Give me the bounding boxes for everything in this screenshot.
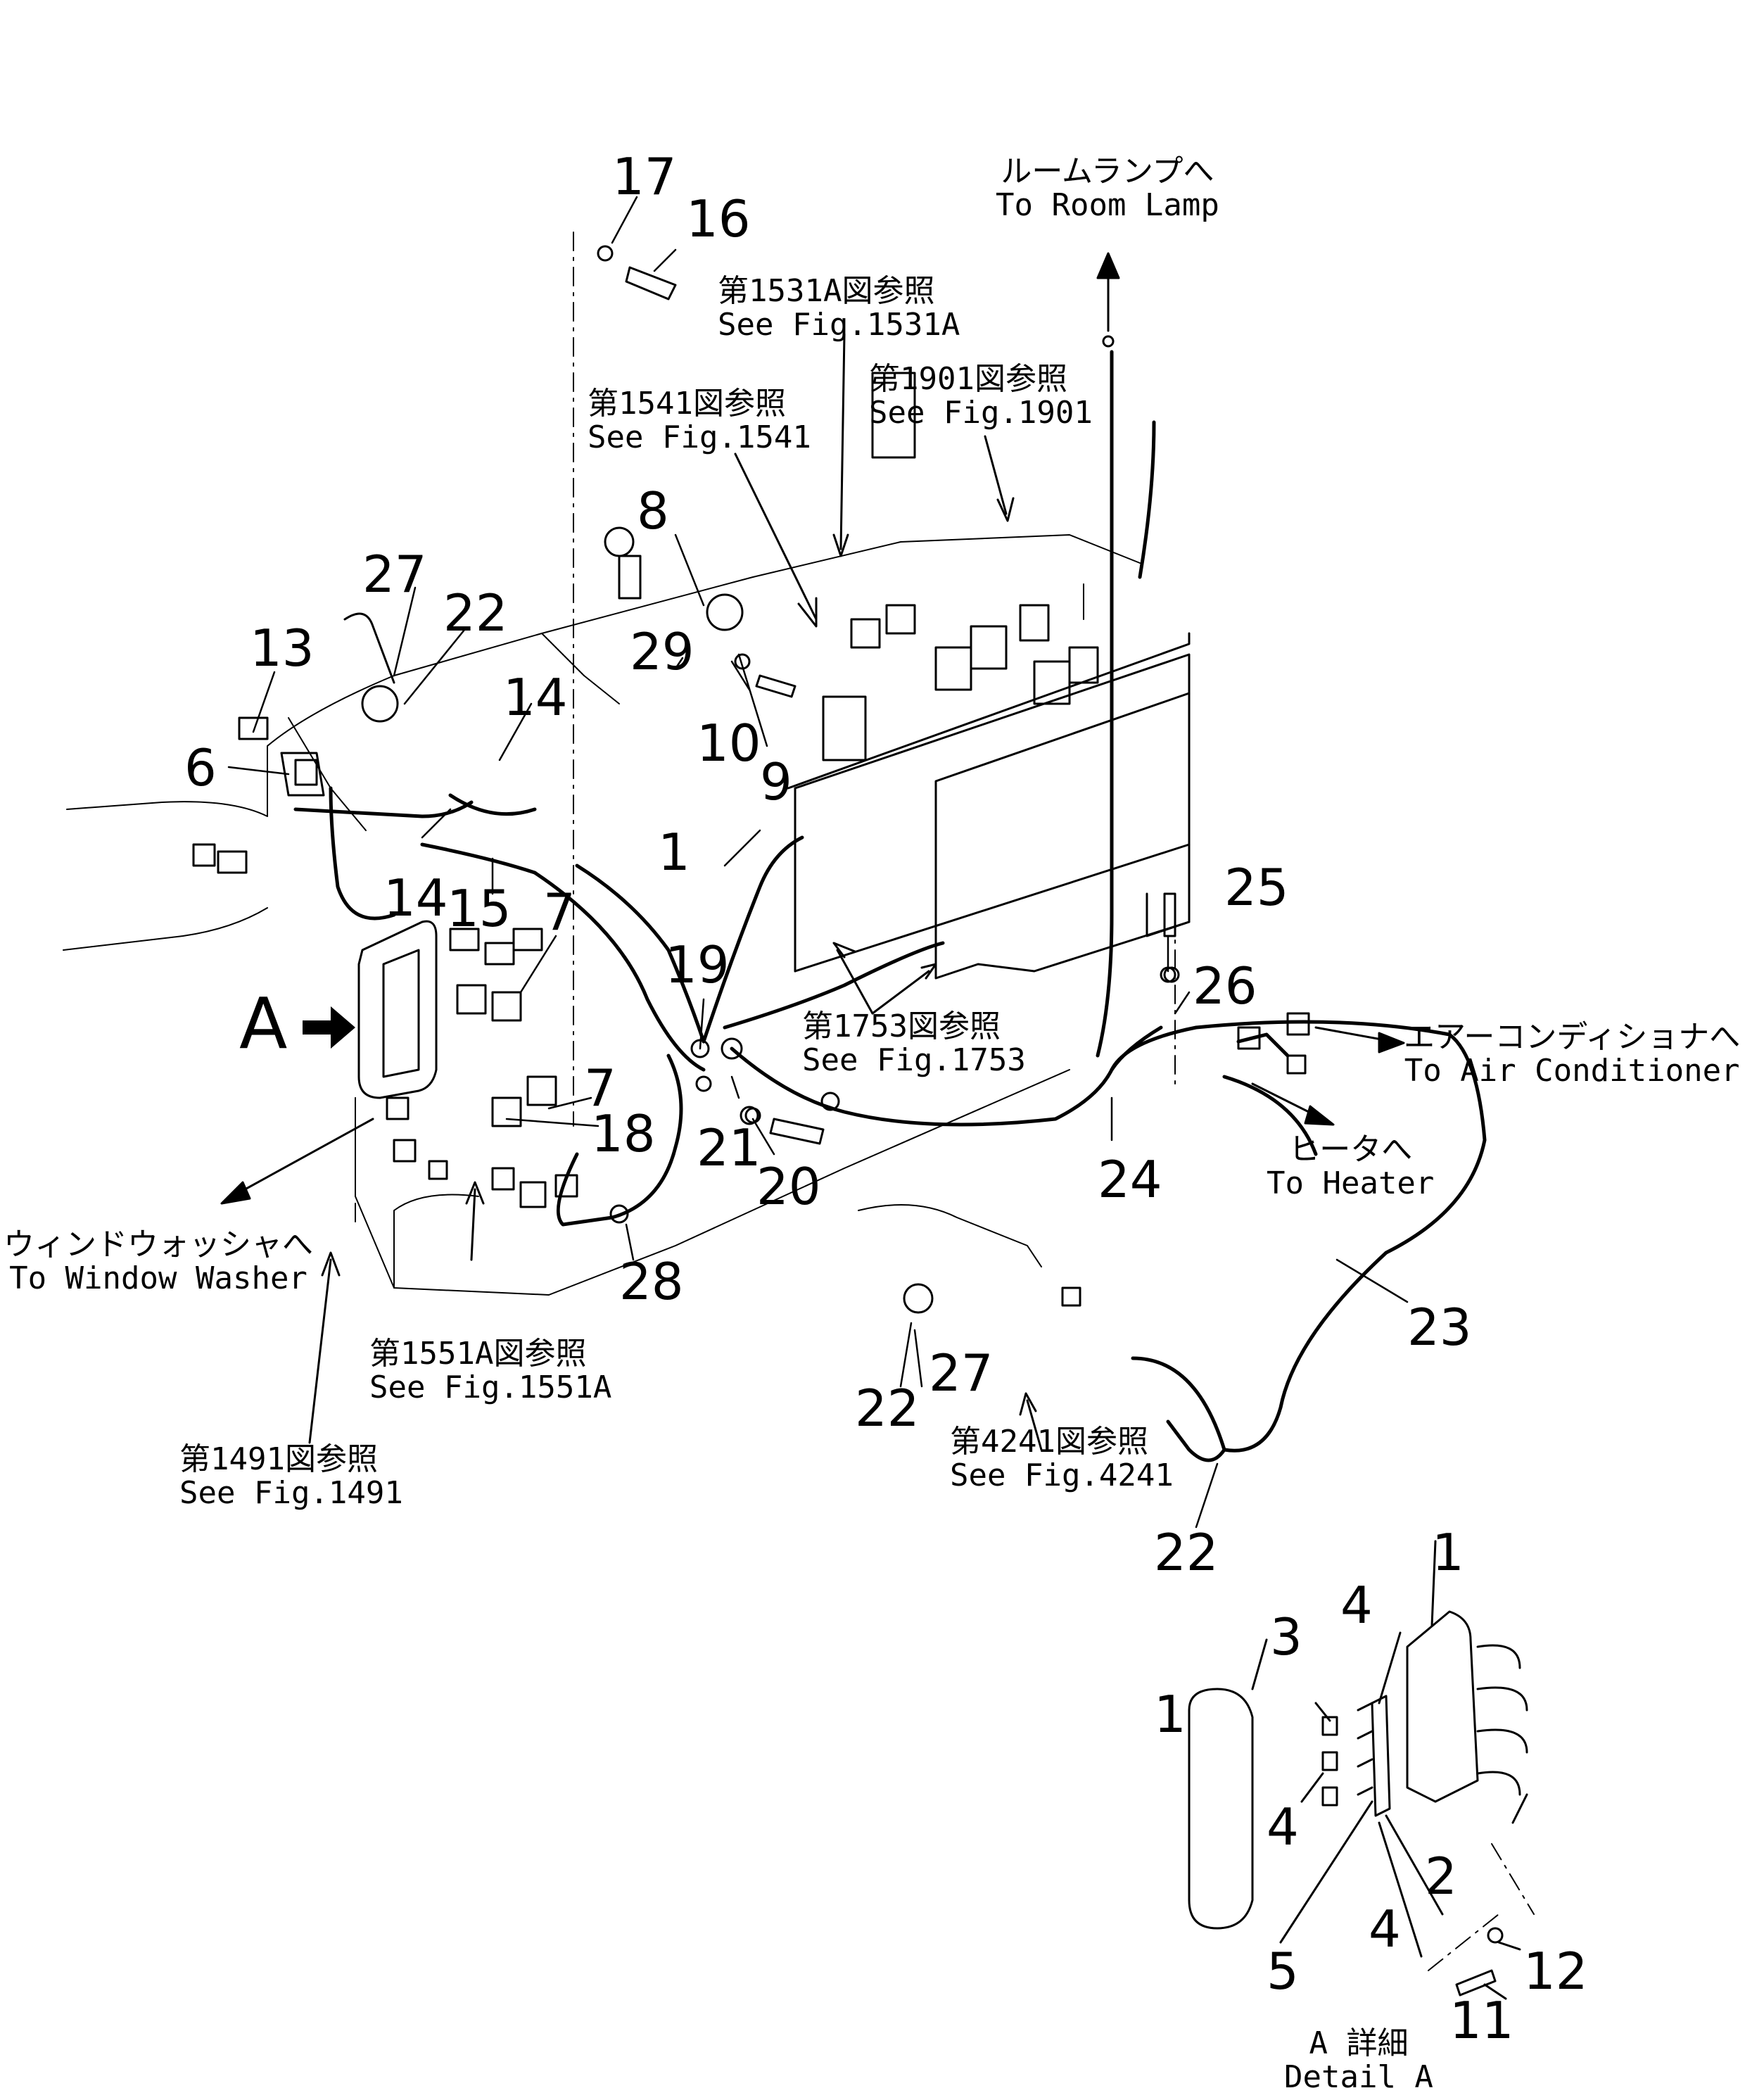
callout-7-relay-lower: 7 [584, 1058, 616, 1118]
room-lamp-arrow [1096, 252, 1120, 348]
callout-15: 15 [447, 879, 512, 938]
view-a-arrow [303, 1006, 355, 1049]
detail-callout-2: 2 [1425, 1847, 1457, 1906]
callout-9: 9 [760, 752, 792, 811]
machine-outline [63, 534, 1141, 1296]
detail-a-drawing [1188, 1540, 1528, 2000]
detail-callout-5: 5 [1267, 1942, 1299, 2001]
callout-13: 13 [250, 619, 315, 678]
detail-callout-11: 11 [1449, 1991, 1514, 2050]
callout-17: 17 [612, 147, 677, 206]
callout-1-harness: 1 [658, 823, 690, 882]
callout-leaders [227, 196, 1409, 1529]
detail-callout-4-top: 4 [1340, 1576, 1373, 1635]
heater-arrow [1251, 1082, 1335, 1126]
callout-28: 28 [619, 1252, 684, 1311]
callout-16: 16 [686, 189, 751, 248]
callout-21: 21 [697, 1118, 761, 1177]
detail-callout-12: 12 [1523, 1942, 1588, 2001]
detail-callout-1-cover: 1 [1154, 1685, 1186, 1744]
detail-callout-3: 3 [1270, 1607, 1302, 1666]
callout-14-lower: 14 [383, 868, 448, 928]
fuse-box [357, 920, 438, 1099]
harness-lines [293, 350, 1487, 1462]
leader-lines [308, 333, 1043, 1451]
callout-6: 6 [184, 738, 217, 797]
callout-8: 8 [637, 481, 669, 540]
callout-22-lower-left: 22 [855, 1379, 920, 1438]
switches [238, 612, 395, 797]
connectors [192, 372, 1310, 1314]
detail-callout-4-bottom: 4 [1369, 1899, 1401, 1959]
callout-27-lower: 27 [929, 1343, 994, 1403]
callout-27-upper: 27 [362, 545, 427, 604]
controller-panels [787, 632, 1191, 980]
callout-26: 26 [1193, 956, 1257, 1016]
callout-14-upper: 14 [503, 668, 568, 727]
callout-20: 20 [756, 1157, 821, 1216]
callout-18: 18 [591, 1104, 656, 1163]
detail-callout-1-box: 1 [1432, 1523, 1464, 1582]
callout-25: 25 [1224, 858, 1289, 917]
callout-29: 29 [630, 622, 694, 681]
air-conditioner-arrow [1314, 1026, 1405, 1054]
detail-callout-4-left: 4 [1267, 1797, 1299, 1857]
callout-24: 24 [1098, 1150, 1162, 1209]
callout-10: 10 [697, 714, 761, 773]
callout-22-lower-right: 22 [1154, 1523, 1219, 1582]
window-washer-arrow [220, 1118, 374, 1205]
view-a-marker: A [239, 982, 288, 1065]
callout-7-relay-upper: 7 [543, 883, 576, 942]
callout-23: 23 [1407, 1298, 1472, 1357]
bolts [597, 245, 1504, 1997]
callout-19: 19 [665, 935, 730, 994]
callout-22-upper: 22 [443, 583, 508, 643]
reference-lines [355, 232, 1535, 1971]
